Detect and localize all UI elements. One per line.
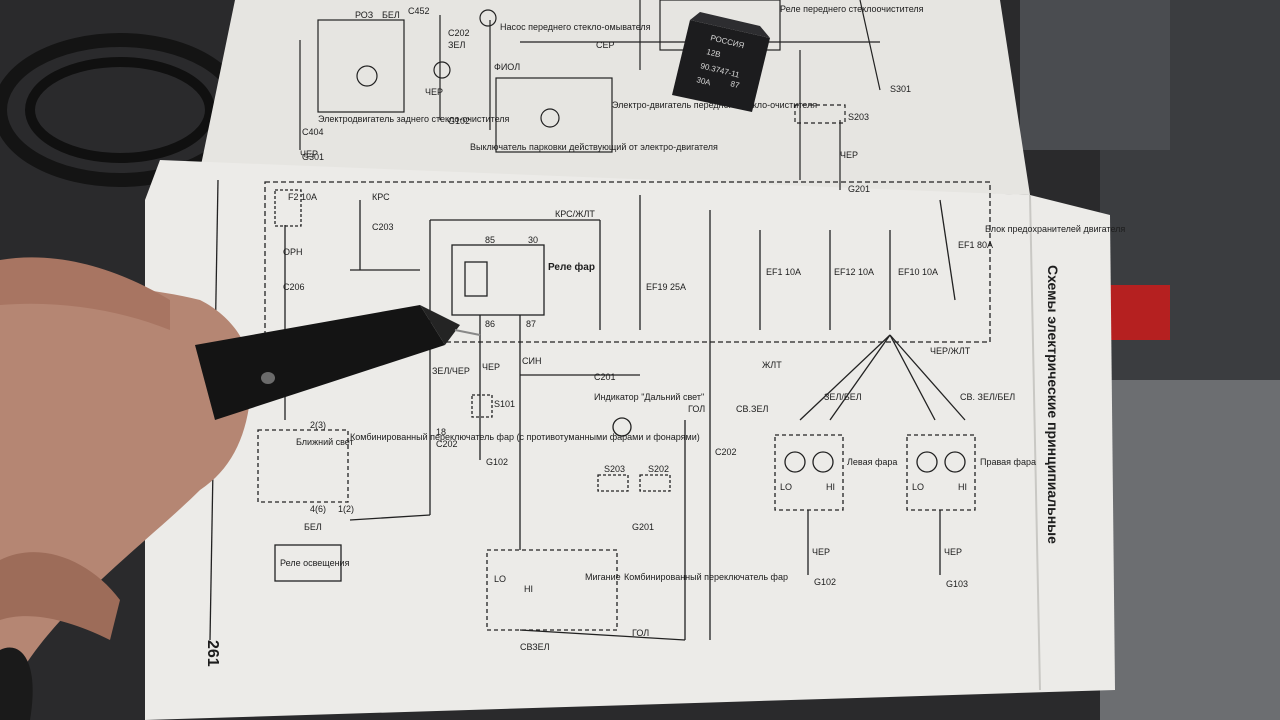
wire-label: ГОЛ [688,404,705,414]
red-part [1100,285,1170,340]
connector-label: G102 [814,577,836,587]
connector-label: S203 [848,112,869,122]
ef10-label: EF10 10A [898,267,938,277]
wire-label: ЧЕР [482,362,500,372]
wire-label: СИН [522,356,541,366]
wire-label: БЕЛ [304,522,322,532]
left-headlight-label: Левая фара [847,457,897,467]
relay-far-label: Реле фар [548,261,595,273]
wire-label: ЧЕР/ЖЛТ [930,346,971,356]
rear-motor-label: Электродвигатель заднего стекло-очистите… [318,114,510,124]
wire-label: ЗЕЛ/ЧЕР [432,366,470,376]
wire-label: КРС [372,192,390,202]
wire-label: ЗЕЛ/БЕЛ [824,392,862,402]
relay-text: 87 [730,79,741,90]
wire-label: ЗЕЛ [448,40,465,50]
indicator-label: Индикатор "Дальний свет" [594,392,704,402]
connector-label: G102 [486,457,508,467]
wire-label: ЧЕР [840,150,858,160]
hi-label: HI [826,482,835,492]
bubble-wrap [1100,380,1280,720]
right-headlight-label: Правая фара [980,457,1036,467]
lo-label: LO [494,574,506,584]
pump-label: Насос переднего стекло-омывателя [500,22,651,32]
pin-label: 87 [526,319,536,329]
connector-label: G103 [946,579,968,589]
wire-label: ЧЕР [944,547,962,557]
connector-label: G301 [302,152,324,162]
wire-label: СЕР [596,40,615,50]
connector-label: C203 [372,222,394,232]
side-title: Схемы электрические принципиальные [1045,265,1061,544]
hi-label: HI [958,482,967,492]
connector-label: G102 [448,116,470,126]
wire-label: СВ. ЗЕЛ/БЕЛ [960,392,1015,402]
front-relay-label: Реле переднего стеклоочистителя [780,4,924,14]
relay-text: 12В [706,47,722,59]
pin-label: 1(2) [338,504,354,514]
migan-label: Мигание [585,572,621,582]
pin-label: 4(6) [310,504,326,514]
wire-label: СВЗЕЛ [520,642,550,652]
ef19-label: EF19 25A [646,282,686,292]
connector-label: C201 [594,372,616,382]
lo-label: LO [912,482,924,492]
wire-label: ЧЕР [300,149,318,159]
connector-label: S203 [604,464,625,474]
lo-label: LO [780,482,792,492]
page-spine [1029,194,1041,691]
connector-label: C206 [283,282,305,292]
wire-label: ЖЛТ [762,360,782,370]
ef12-label: EF12 10A [834,267,874,277]
pin-label: 2(3) [310,420,326,430]
wire-label: ГОЛ [632,628,649,638]
wire-label: КРС/ЖЛТ [555,209,595,219]
relay-part: РОССИЯ 12В 90.3747-11 30A 87 [672,12,770,112]
block-label: Блок предохранителей двигателя [985,224,1125,234]
light-relay-label: Реле освещения [280,558,350,568]
connector-label: G201 [848,184,870,194]
page-number: 261 [204,640,221,667]
connector-label: C452 [408,6,430,16]
fuse-ef1-top-label: EF1 80A [958,240,993,250]
front-page [145,160,1115,720]
hi-label: HI [524,584,533,594]
bg-box [1020,0,1170,150]
wire-label: ЧЕР [425,87,443,97]
top-labels: Электродвигатель заднего стекло-очистите… [300,4,924,194]
back-page [200,0,1030,195]
combo-switch2-label: Комбинированный переключатель фар [624,572,788,582]
connector-label: C404 [302,127,324,137]
near-light-label: Ближний свет [296,437,354,447]
connector-label: S101 [494,399,515,409]
pin-label: 86 [485,319,495,329]
connector-label: S301 [890,84,911,94]
wire-label: СВ.ЗЕЛ [736,404,768,414]
wire-label: РОЗ [355,10,373,20]
pin-label: 30 [528,235,538,245]
front-motor-label: Электро-двигатель переднего стекло-очист… [612,100,817,110]
pin-label: 85 [485,235,495,245]
ef1-label: EF1 10A [766,267,801,277]
wire-label: ФИОЛ [494,62,520,72]
wire-label: ОРН [283,247,303,257]
wire-label: БЕЛ [382,10,400,20]
wire-label: ЧЕР [812,547,830,557]
relay-text: 30A [696,75,713,87]
pin-label: 18 [436,427,446,437]
connector-label: C202 [436,439,458,449]
hand-with-probe [0,257,481,720]
connector-label: S202 [648,464,669,474]
limit-switch-label: Выключатель парковки действующий от элек… [470,142,718,152]
main-labels: F2 10A EF1 80A Блок предохранителей двиг… [280,192,1125,652]
connector-label: C202 [715,447,737,457]
connector-label: G201 [632,522,654,532]
connector-label: C202 [448,28,470,38]
coiled-cable-inner [25,57,215,163]
fuse-f2-label: F2 10A [288,192,317,202]
combo-switch-label: Комбинированный переключатель фар (с про… [350,432,700,442]
